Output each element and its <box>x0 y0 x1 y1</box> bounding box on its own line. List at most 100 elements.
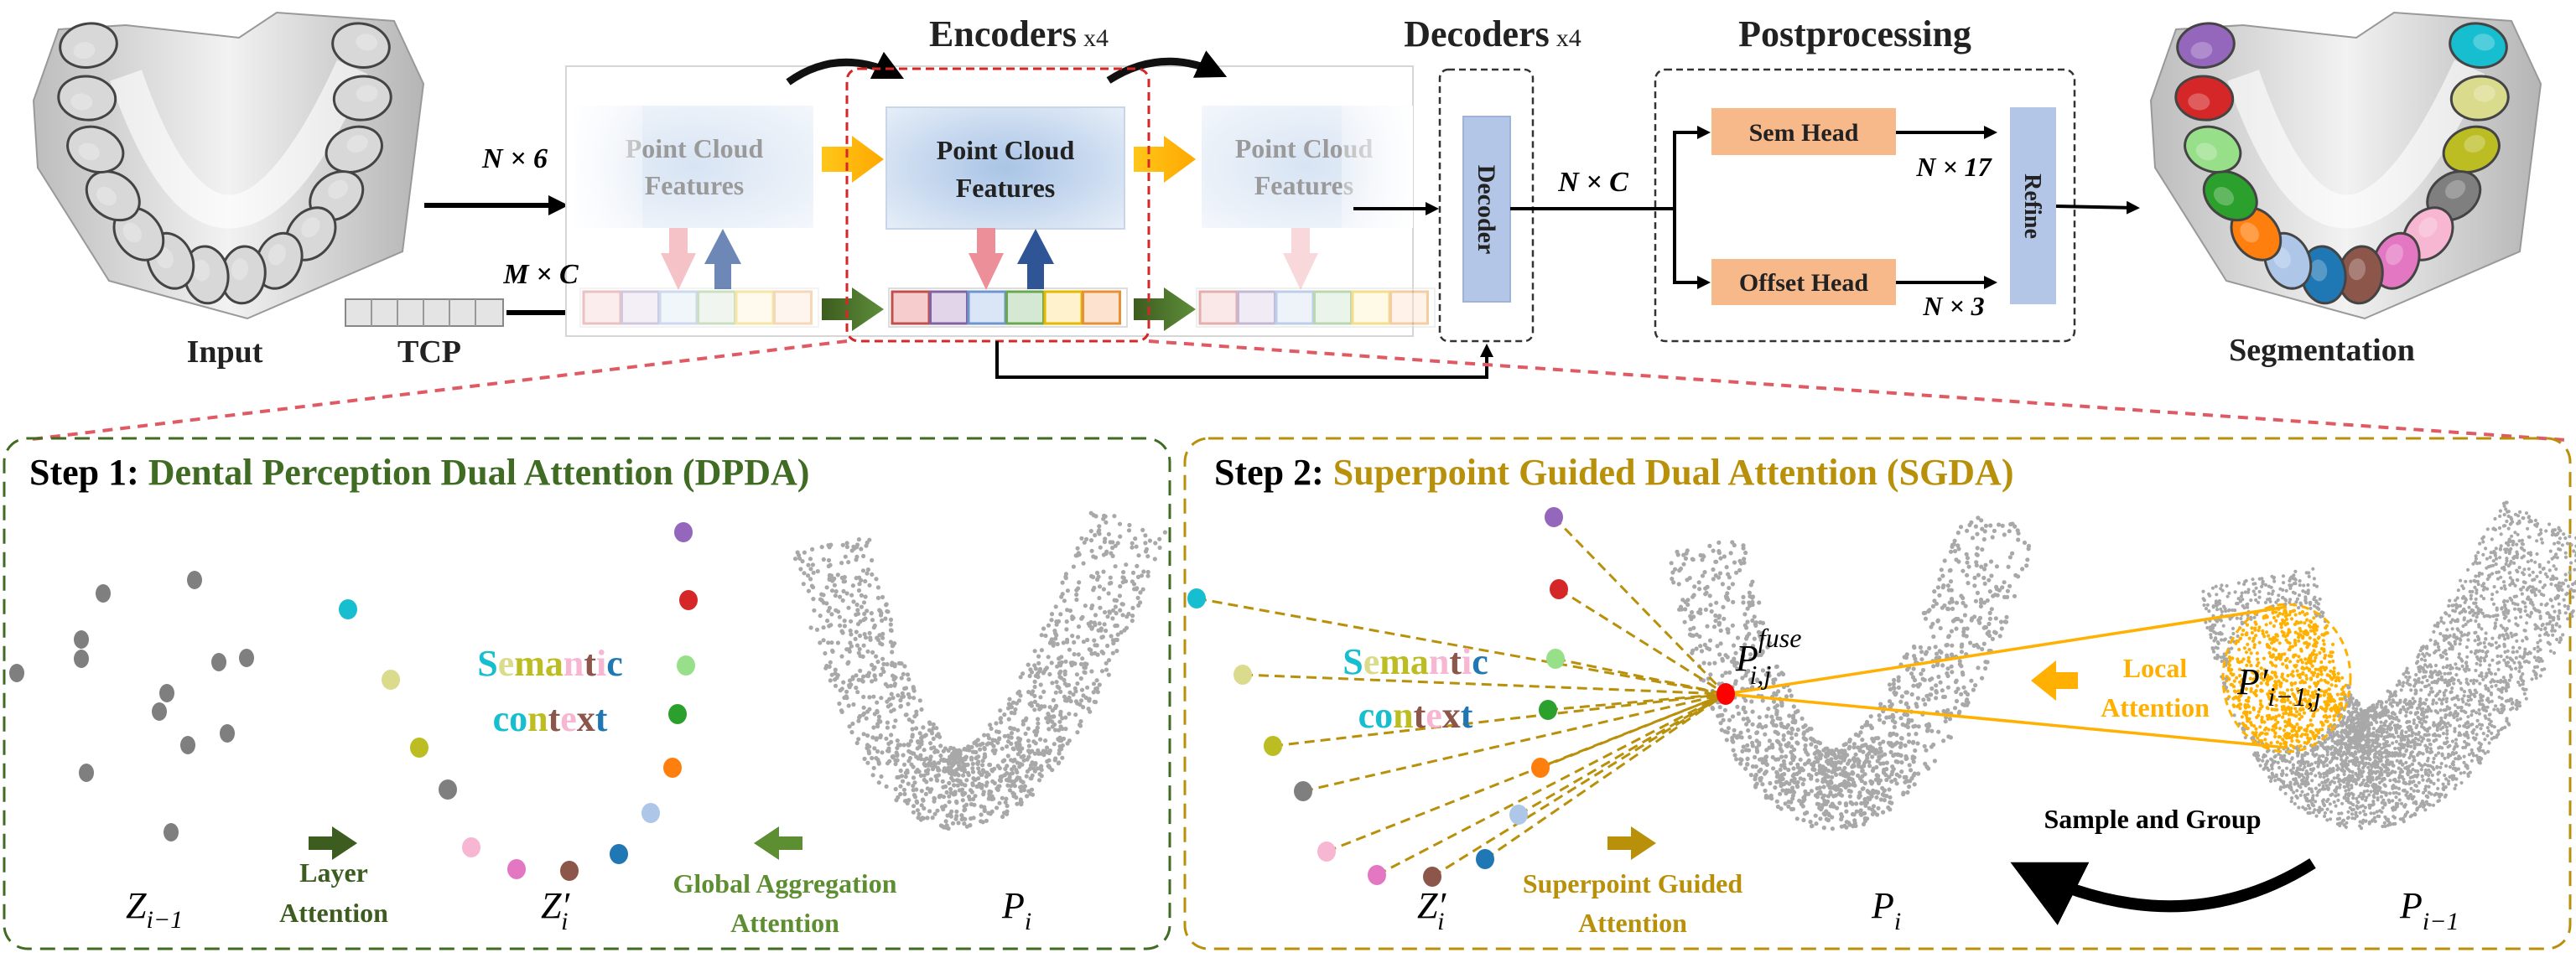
layer-attention-line2: Attention <box>279 898 388 928</box>
feature-strips <box>579 287 1436 328</box>
local-attention-line <box>1725 605 2288 696</box>
letter: i <box>596 643 606 684</box>
zoom-guide-line <box>1148 339 2567 442</box>
decoders-container <box>1438 68 1535 343</box>
feature-token <box>1005 290 1045 325</box>
semantic-word: Semantic <box>477 643 623 684</box>
curved-arrow-icon <box>1106 50 1228 84</box>
superpoint-dot <box>220 724 235 743</box>
superpoint-dot <box>159 684 174 702</box>
output-arrow <box>2055 200 2140 215</box>
feature-token <box>658 290 699 325</box>
letter: t <box>1461 695 1473 736</box>
superpoint-links <box>1196 515 1727 878</box>
letter: e <box>560 698 577 739</box>
superpoint-dot <box>1233 665 1252 685</box>
superpoint-dot <box>560 861 579 881</box>
letter: x <box>1442 695 1461 736</box>
curved-arrow-icon <box>786 51 905 85</box>
tooth <box>66 125 125 173</box>
letter: t <box>584 643 596 684</box>
superpoint-dot <box>1539 700 1557 720</box>
superpoint-link <box>1484 692 1727 861</box>
letter: i <box>1462 641 1472 682</box>
fade-overlay <box>575 106 642 228</box>
local-attention-line1: Local <box>2123 653 2188 683</box>
segmentation-label: Segmentation <box>2229 333 2415 368</box>
superpoint-link <box>1302 692 1727 793</box>
refine-label: Refine <box>2019 173 2045 239</box>
global-aggregation-arrow <box>754 826 802 860</box>
letter: t <box>1449 641 1462 682</box>
feature-token <box>697 290 736 325</box>
feature-token <box>1351 290 1391 325</box>
point-cloud-p-i-minus-1 <box>2201 500 2576 831</box>
tooth <box>332 75 392 122</box>
letter: n <box>564 643 584 684</box>
fused-point <box>1716 683 1735 705</box>
superpoint-dot <box>1264 736 1282 756</box>
superpoint-dot <box>1423 867 1441 887</box>
sample-and-group-arrow <box>2010 858 2316 925</box>
feature-token <box>891 290 931 325</box>
superpoint-dot <box>668 704 687 724</box>
p-cur-label: Pi <box>1001 885 1031 935</box>
superpoint-dot <box>339 599 357 619</box>
dim-tcp-label: M × C <box>502 259 579 290</box>
to-offset-head-arrow <box>1673 209 1711 289</box>
superpoint-dot <box>96 584 111 603</box>
dpda-title: Step 1: Dental Perception Dual Attention… <box>29 452 809 493</box>
superpoint-dot <box>152 702 167 721</box>
feature-token <box>1237 290 1276 325</box>
dim-offset-label: N × 3 <box>1922 291 1984 321</box>
feature-token <box>621 290 660 325</box>
superpoint-dot <box>1550 579 1568 599</box>
superpoint-dot <box>1368 865 1386 885</box>
superpoint-link <box>1196 597 1727 696</box>
pink-down-arrow <box>661 228 696 290</box>
input-label: Input <box>187 334 263 370</box>
superpoint-dot <box>79 764 94 782</box>
dpda-panel <box>3 437 1171 950</box>
feature-token <box>1198 290 1239 325</box>
sem-head-label: Sem Head <box>1749 119 1859 147</box>
tooth <box>59 22 118 69</box>
superpoint-link <box>1552 515 1727 696</box>
dim-sem-label: N × 17 <box>1915 152 1992 182</box>
pcf-label-line2: Features <box>956 173 1055 203</box>
tooth <box>2184 125 2242 173</box>
superpoint-guided-line2: Attention <box>1578 908 1687 938</box>
feature-token <box>967 290 1007 325</box>
to-sem-head-arrow <box>1673 126 1711 209</box>
p-cur-label: Pi <box>1871 885 1901 935</box>
superpoint-link <box>1547 692 1727 712</box>
skip-connection-arrow <box>995 341 1493 379</box>
letter: c <box>1358 695 1375 736</box>
superpoint-dot <box>462 837 480 857</box>
pink-down-arrow <box>1283 228 1318 290</box>
superpoint-dot <box>1546 649 1565 669</box>
feature-token <box>773 290 813 325</box>
superpoint-link <box>1555 657 1727 696</box>
encoder-block-2: Point Cloud Features <box>886 106 1125 230</box>
letter: e <box>1426 695 1442 736</box>
superpoint-dot <box>1317 841 1336 862</box>
superpoint-guided-line1: Superpoint Guided <box>1523 868 1743 898</box>
superpoint-dot <box>211 653 226 671</box>
z-prev-label: Zi−1 <box>126 885 183 934</box>
letter: c <box>1472 641 1488 682</box>
pcf-label-line2: Features <box>1254 170 1353 200</box>
superpoint-dot <box>239 649 254 667</box>
refine-block <box>2010 107 2056 304</box>
layer-attention-line1: Layer <box>299 857 368 888</box>
letter: c <box>606 643 623 684</box>
superpoint-dot <box>1531 758 1550 778</box>
pcf-label-line2: Features <box>645 170 744 200</box>
superpoint-dot <box>410 738 428 758</box>
pink-down-arrow <box>969 228 1004 290</box>
superpoint-dot <box>187 571 202 589</box>
z-cur-label: Z′i <box>1417 885 1446 935</box>
